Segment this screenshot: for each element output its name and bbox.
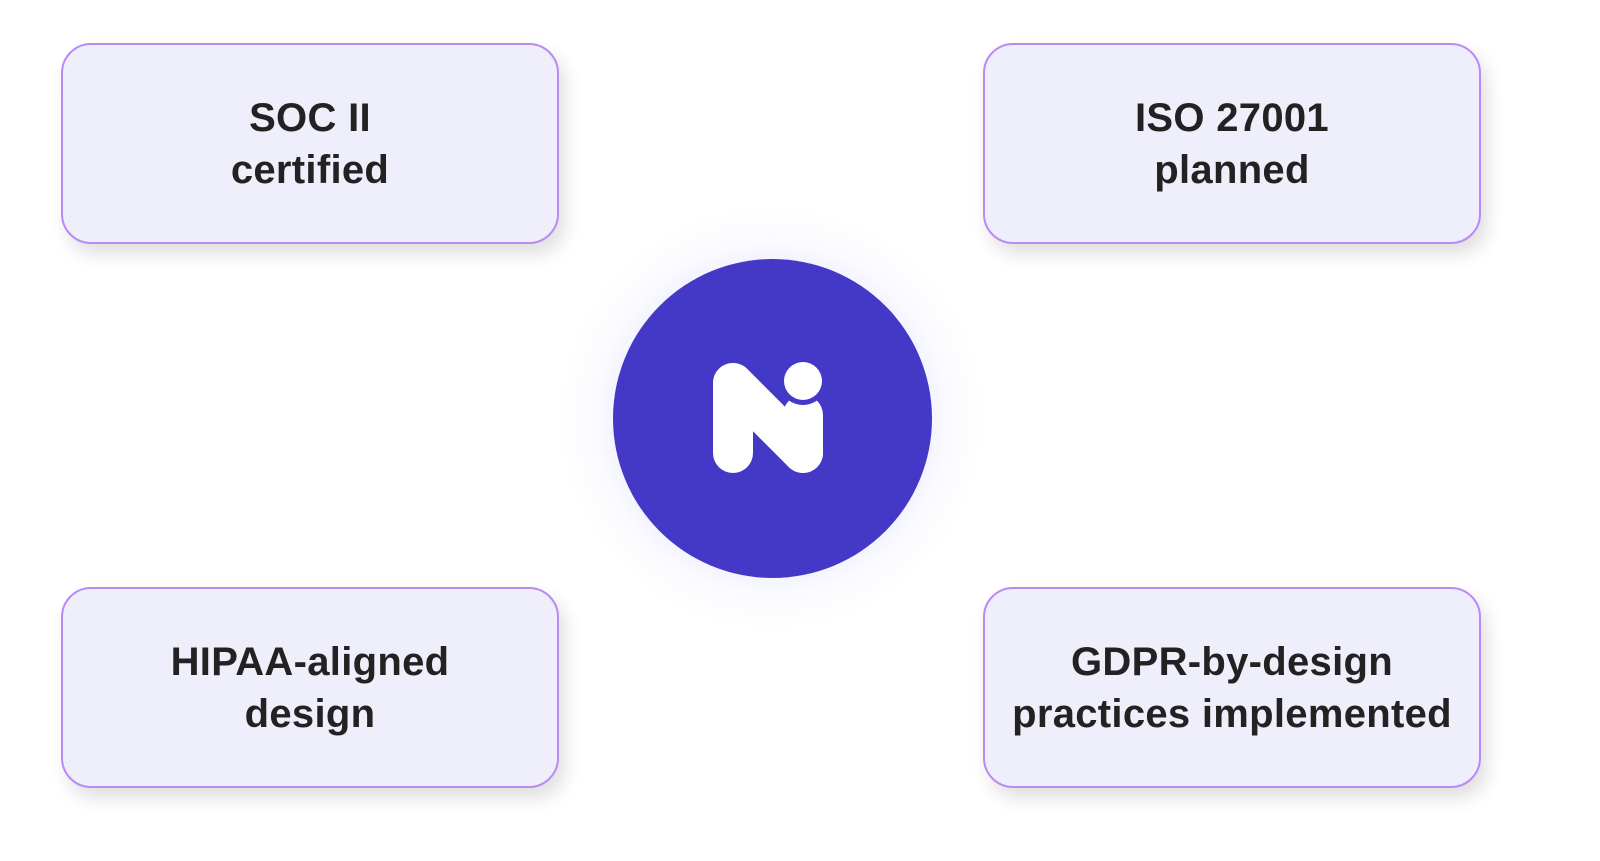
card-label: HIPAA-aligned design [170,639,450,736]
card-hipaa: HIPAA-aligned design [61,587,559,788]
brand-n-logo-icon [613,259,932,578]
card-gdpr: GDPR-by-design practices implemented [983,587,1481,788]
card-label: ISO 27001 planned [1135,95,1329,192]
card-label: GDPR-by-design practices implemented [1012,639,1452,736]
card-iso27001: ISO 27001 planned [983,43,1481,244]
card-label: SOC II certified [230,95,390,192]
card-soc2: SOC II certified [61,43,559,244]
center-logo-badge [613,259,932,578]
